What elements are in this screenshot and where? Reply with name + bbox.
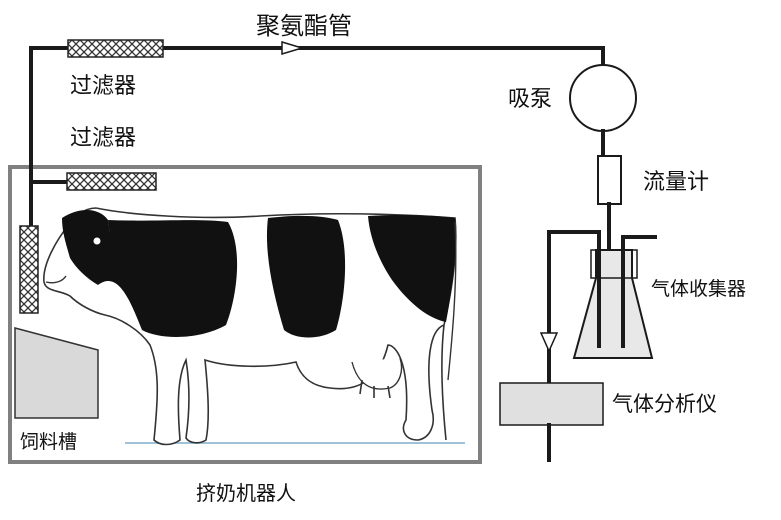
flow-arrow-icon: [281, 40, 305, 56]
collector-outlet-pipe: [621, 235, 657, 348]
cow-patch-middle: [266, 215, 346, 338]
filter-top: [67, 39, 164, 58]
cow-udder: [351, 357, 403, 390]
cow-patch-rear: [368, 214, 456, 322]
filter-vertical: [19, 225, 39, 314]
flask-stopper: [590, 249, 638, 279]
trough-label: 饲料槽: [20, 431, 77, 453]
filter-mid: [66, 172, 157, 191]
filter-top-label: 过滤器: [70, 74, 136, 99]
analyzer-label: 气体分析仪: [612, 392, 717, 416]
robot-label: 挤奶机器人: [196, 481, 296, 505]
cow-head: [62, 209, 110, 285]
collector-to-analyzer-pipe: [547, 230, 601, 385]
cow-tail: [447, 221, 457, 381]
circle-pump-icon: [569, 64, 637, 132]
pump-label: 吸泵: [508, 87, 552, 112]
tube-label: 聚氨酯管: [256, 12, 352, 40]
cow-eye: [92, 236, 102, 246]
filter-mid-label: 过滤器: [70, 126, 136, 151]
flowmeter-label: 流量计: [643, 170, 709, 195]
cow-illustration: [43, 207, 465, 446]
cow-patch-front: [98, 220, 238, 337]
collector-label: 气体收集器: [651, 278, 746, 300]
down-arrow-icon: [539, 332, 559, 353]
feed-trough: [14, 327, 99, 419]
polyurethane-tube: [29, 46, 605, 230]
flowmeter-icon: [597, 155, 622, 205]
milking-robot-enclosure: [8, 165, 482, 464]
erlenmeyer-flask-icon: [572, 249, 654, 359]
gas-analyzer-box: [499, 382, 604, 426]
